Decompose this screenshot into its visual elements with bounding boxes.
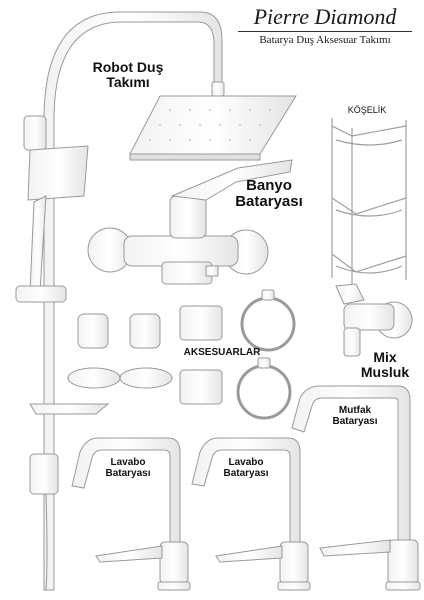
label-lavabo2-line2: Bataryası [223, 467, 269, 479]
label-accessories: AKSESUARLAR [183, 347, 261, 358]
brand-tagline: Batarya Duş Aksesuar Takımı [259, 34, 391, 46]
label-bath-mixer: Banyo Bataryası [226, 178, 312, 210]
label-lavabo1-line2: Bataryası [105, 467, 151, 479]
label-mix-line1: Mix [373, 349, 397, 365]
basin-mixer-1 [71, 437, 191, 591]
accessories [67, 289, 296, 420]
label-robot-line2: Takımı [106, 73, 150, 90]
label-mutfak-line2: Bataryası [332, 415, 378, 427]
label-banyo-line2: Bataryası [235, 192, 303, 210]
kitchen-mixer [291, 385, 421, 591]
brand-divider [238, 31, 412, 32]
label-lavabo2-line1: Lavabo [228, 457, 264, 468]
bath-mixer [87, 159, 293, 285]
label-koselik: KÖŞELİK [347, 105, 387, 115]
brand-title: Pierre Diamond [253, 4, 397, 29]
label-basin-mixer-1: Lavabo Bataryası [98, 457, 158, 479]
label-lavabo1-line1: Lavabo [110, 457, 146, 468]
label-mix-tap: Mix Musluk [354, 350, 416, 379]
label-mix-line2: Musluk [360, 363, 410, 380]
label-mutfak-line1: Mutfak [338, 405, 372, 416]
label-kitchen-mixer: Mutfak Bataryası [320, 405, 390, 427]
label-robot-shower: Robot Duş Takımı [86, 60, 170, 89]
brand-header: Pierre Diamond Batarya Duş Aksesuar Takı… [232, 4, 418, 46]
corner-shelf [331, 118, 407, 286]
basin-mixer-2 [191, 437, 311, 591]
label-robot-line1: Robot Duş [92, 59, 164, 75]
rain-head-nozzles [149, 109, 271, 141]
mix-tap [335, 283, 413, 357]
label-banyo-line1: Banyo [246, 177, 292, 194]
label-basin-mixer-2: Lavabo Bataryası [216, 457, 276, 479]
shower-set [15, 11, 297, 591]
